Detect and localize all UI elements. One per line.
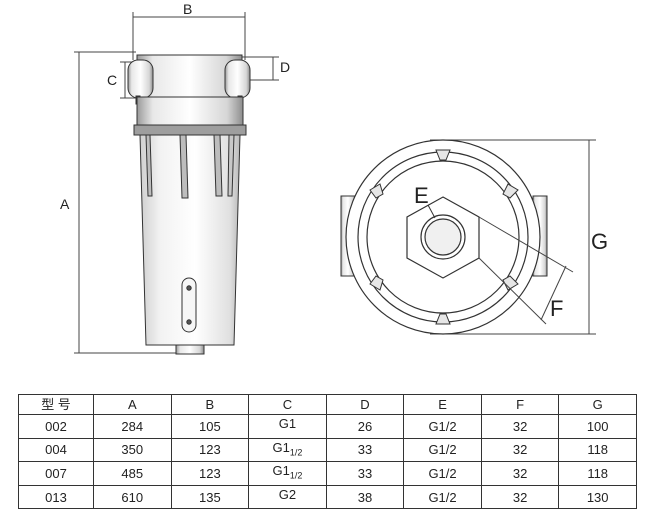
dimension-g xyxy=(430,139,596,335)
label-f: F xyxy=(550,296,563,321)
filter-collar xyxy=(133,96,247,136)
top-view: G E xyxy=(340,139,608,335)
label-c: C xyxy=(107,72,117,88)
cell-a: 284 xyxy=(93,414,172,439)
table-row: 007 485 123 G11/2 33 G1/2 32 118 xyxy=(18,461,637,486)
cell-a: 485 xyxy=(93,461,172,486)
cell-a: 350 xyxy=(93,437,172,463)
label-a: A xyxy=(60,196,70,212)
label-b: B xyxy=(183,1,192,17)
cell-f: 32 xyxy=(480,437,560,463)
cell-model: 013 xyxy=(18,484,94,509)
side-view: A B C D xyxy=(60,1,290,355)
cell-e: G1/2 xyxy=(403,437,482,463)
cell-c-sub: 1/2 xyxy=(289,470,303,481)
cell-d: 26 xyxy=(325,414,405,439)
dimension-b xyxy=(132,12,246,60)
label-e: E xyxy=(414,183,429,208)
cell-c: G11/2 xyxy=(248,461,327,486)
filter-head xyxy=(127,54,251,105)
header-f: F xyxy=(480,394,560,415)
label-d: D xyxy=(280,59,290,75)
cell-g: 130 xyxy=(558,484,637,509)
cell-f: 32 xyxy=(480,484,560,509)
cell-c-main: G1 xyxy=(272,439,290,455)
dimension-a xyxy=(74,51,180,354)
specification-table: 型 号 A B C D E F G 002 284 105 G1 26 G1/2… xyxy=(18,394,637,509)
cell-f: 32 xyxy=(480,414,560,439)
filter-bowl xyxy=(139,134,241,355)
cell-e: G1/2 xyxy=(403,461,482,486)
dimension-f xyxy=(478,216,574,325)
cell-c-sub: 1/2 xyxy=(289,447,303,458)
table-row: 013 610 135 G2 38 G1/2 32 130 xyxy=(18,484,637,509)
cell-c-main: G1 xyxy=(278,416,297,431)
leader-e xyxy=(427,204,436,219)
header-g: G xyxy=(558,394,637,415)
cell-e: G1/2 xyxy=(403,414,482,439)
cell-c: G2 xyxy=(248,484,327,509)
cell-a: 610 xyxy=(93,484,172,509)
cell-d: 33 xyxy=(325,461,405,486)
cell-c: G11/2 xyxy=(248,437,327,463)
cell-c-main: G1 xyxy=(272,463,290,479)
cell-b: 123 xyxy=(170,461,250,486)
cell-d: 33 xyxy=(325,437,405,463)
bowl-lugs xyxy=(369,149,519,325)
cell-c-main: G2 xyxy=(278,486,297,502)
cell-d: 38 xyxy=(325,484,405,509)
cell-b: 135 xyxy=(170,484,250,509)
cell-e: G1/2 xyxy=(403,484,482,509)
cell-b: 123 xyxy=(170,437,250,463)
cell-model: 002 xyxy=(18,414,94,439)
table-row: 004 350 123 G11/2 33 G1/2 32 118 xyxy=(18,437,637,463)
header-d: D xyxy=(325,394,405,415)
cell-b: 105 xyxy=(170,414,250,439)
cell-g: 118 xyxy=(558,461,637,486)
label-g: G xyxy=(591,229,608,254)
header-a: A xyxy=(93,394,172,415)
header-b: B xyxy=(170,394,250,415)
hex-port xyxy=(406,196,480,279)
header-e: E xyxy=(403,394,482,415)
cell-g: 118 xyxy=(558,437,637,463)
cell-f: 32 xyxy=(480,461,560,486)
header-c: C xyxy=(248,394,327,415)
cell-model: 004 xyxy=(18,437,94,463)
cell-g: 100 xyxy=(558,414,637,439)
header-model: 型 号 xyxy=(18,394,94,415)
table-row: 002 284 105 G1 26 G1/2 32 100 xyxy=(18,414,637,439)
cell-c: G1 xyxy=(248,414,327,439)
technical-drawing: A B C D xyxy=(60,1,608,355)
table-header-row: 型 号 A B C D E F G xyxy=(18,394,637,415)
cell-model: 007 xyxy=(18,461,94,486)
